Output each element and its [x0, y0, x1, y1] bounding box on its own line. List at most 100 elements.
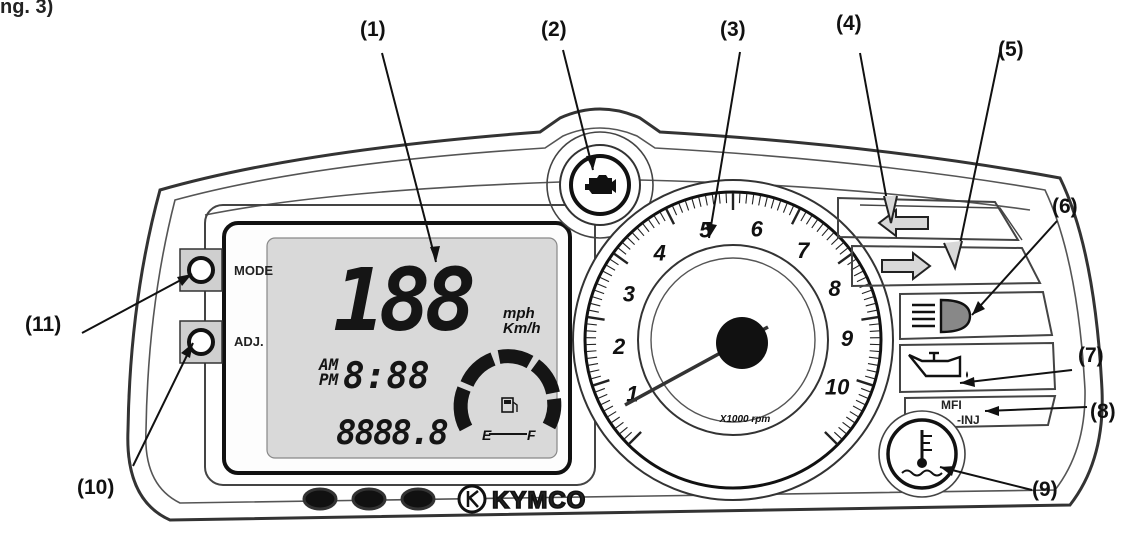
- tach-tick: [619, 426, 628, 435]
- tach-tick: [603, 405, 614, 412]
- speed-unit-mph: mph: [503, 305, 535, 322]
- tach-numeral: 6: [751, 216, 764, 241]
- mode-label: MODE: [234, 263, 273, 278]
- tach-numeral: 10: [825, 374, 850, 399]
- tach-tick: [611, 416, 620, 424]
- tach-tick: [849, 411, 859, 418]
- tach-tick: [623, 431, 633, 440]
- tach-tick: [831, 237, 839, 246]
- tach-tick: [858, 393, 869, 399]
- tach-tick: [711, 194, 715, 205]
- tach-tick: [833, 431, 843, 440]
- tach-tick: [665, 208, 676, 225]
- engine-check-icon: [585, 175, 616, 194]
- tach-tick: [613, 252, 629, 265]
- tach-tick: [631, 232, 640, 241]
- fuel-pump-icon: [501, 397, 518, 413]
- tach-tick: [867, 309, 878, 313]
- adj-label: ADJ.: [234, 334, 264, 349]
- tach-tick: [869, 323, 880, 326]
- tach-tick: [718, 193, 721, 204]
- tach-tick: [790, 208, 801, 225]
- tach-tick: [684, 200, 690, 211]
- speed-unit-kmh: Km/h: [503, 320, 541, 337]
- speed-readout: 188: [333, 251, 473, 351]
- tach-tick: [800, 212, 807, 222]
- am-label: AM: [318, 355, 340, 374]
- tach-tick: [622, 242, 631, 250]
- tach-tick: [788, 205, 794, 216]
- tach-tick: [597, 393, 608, 399]
- callout-6: (6): [1052, 195, 1078, 218]
- tach-tick: [586, 323, 597, 326]
- caption-fragment: ng. 3): [0, 0, 54, 18]
- clock-readout: 8:88: [343, 356, 430, 397]
- tach-tick: [587, 356, 598, 359]
- tach-tick: [805, 215, 813, 225]
- tach-numeral: 2: [612, 334, 626, 359]
- callout-11: (11): [25, 313, 62, 336]
- oil-pressure-icon: [908, 351, 968, 378]
- tach-tick: [745, 193, 748, 204]
- coolant-lamp: [878, 410, 966, 498]
- tach-tick: [866, 369, 877, 373]
- coolant-temperature-icon: [901, 430, 943, 477]
- tach-tick: [855, 399, 866, 406]
- tach-tick: [861, 315, 879, 321]
- tach-unit: X1000 rpm: [719, 414, 771, 425]
- tach-tick: [586, 330, 597, 332]
- tach-tick: [653, 215, 661, 225]
- callout-8: (8): [1090, 400, 1116, 423]
- callout-9: (9): [1032, 478, 1058, 501]
- tach-tick: [782, 203, 788, 213]
- tach-tick: [865, 302, 876, 307]
- housing-outline: [126, 107, 1104, 522]
- tach-tick: [864, 375, 875, 380]
- tach-tick: [764, 196, 768, 207]
- high-beam-indicator: [899, 290, 1054, 341]
- engine-check-lamp: [546, 131, 654, 239]
- tach-tick: [846, 416, 855, 424]
- callout-10: (10): [77, 476, 115, 499]
- tach-tick: [861, 289, 872, 295]
- tach-tick: [617, 247, 627, 255]
- tach-tick: [868, 356, 879, 359]
- tach-numeral: 8: [828, 276, 841, 301]
- tach-tick: [592, 379, 610, 387]
- kymco-logo: KYMCO: [457, 484, 586, 515]
- tach-tick: [615, 421, 624, 429]
- callout-leaders: [81, 41, 1088, 491]
- high-beam-icon: [912, 298, 972, 334]
- tach-tick: [602, 270, 613, 277]
- left-turn-arrow-icon: [877, 207, 929, 239]
- tach-tick: [642, 223, 650, 233]
- tach-tick: [837, 252, 853, 265]
- indicator-oval-1: [302, 487, 338, 511]
- tach-tick: [588, 309, 599, 313]
- tach-tick: [606, 264, 616, 271]
- oil-indicator: [899, 341, 1057, 394]
- indicator-oval-2: [351, 487, 387, 511]
- mode-button[interactable]: [179, 248, 223, 292]
- tach-tick: [824, 431, 838, 445]
- pm-label: PM: [319, 370, 340, 389]
- tach-tick: [704, 195, 708, 206]
- callout-3: (3): [720, 18, 746, 41]
- tach-tick: [591, 375, 602, 380]
- inj-label: -INJ: [957, 413, 980, 427]
- tach-tick: [678, 203, 684, 213]
- fuel-gauge: E F: [453, 349, 562, 443]
- tach-tick: [592, 296, 603, 301]
- tach-tick: [811, 219, 818, 229]
- tach-tick: [839, 247, 849, 255]
- tach-tick: [588, 363, 599, 366]
- tach-tick: [842, 421, 851, 429]
- callout-4: (4): [836, 12, 862, 35]
- right-turn-indicator: [851, 244, 1042, 288]
- tach-tick: [596, 283, 607, 289]
- tach-tick: [821, 227, 829, 237]
- left-turn-indicator: [837, 196, 1023, 242]
- tach-tick: [751, 194, 755, 205]
- tach-tick: [869, 330, 880, 332]
